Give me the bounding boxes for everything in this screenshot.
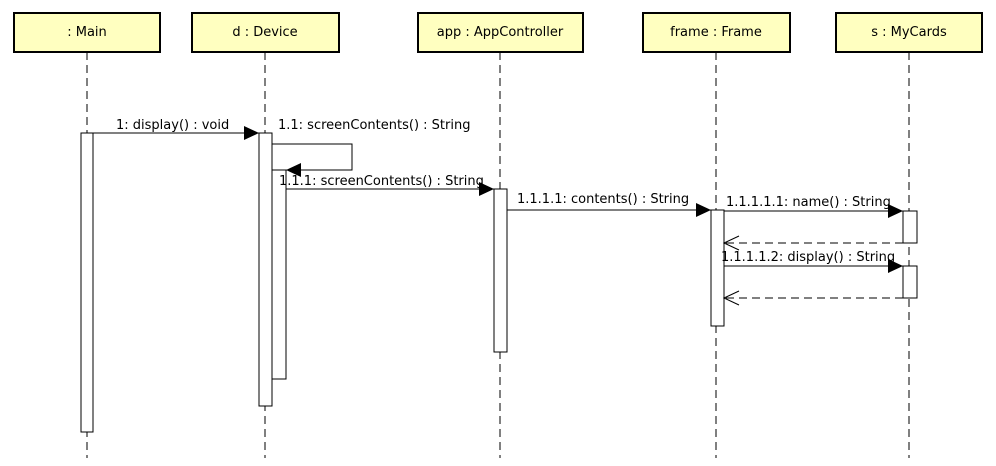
lifeline-label-device: d : Device	[232, 25, 297, 40]
lifeline-header-frame	[642, 12, 791, 53]
lifeline-label-cards: s : MyCards	[871, 25, 947, 40]
lifeline-label-main: : Main	[67, 25, 107, 40]
return-1	[722, 235, 903, 251]
activation-cards-1	[902, 210, 918, 244]
message-1-1-arrowhead	[286, 163, 301, 177]
message-1-1-1-1-1-arrowhead	[888, 204, 903, 218]
message-1: 1: display() : void	[93, 118, 259, 140]
message-1-1-label: 1.1: screenContents() : String	[278, 118, 470, 133]
activation-frame	[710, 209, 725, 327]
message-1-1-1-1-1-label: 1.1.1.1.1: name() : String	[726, 195, 891, 210]
message-1-1-1-1: 1.1.1.1: contents() : String	[507, 192, 711, 217]
lifeline-header-cards	[835, 12, 983, 53]
activation-app	[493, 188, 508, 353]
return-2-arrowhead	[722, 290, 740, 306]
message-1-1-1-arrowhead	[479, 182, 494, 196]
message-1-1-1-1-2-arrowhead	[888, 259, 903, 273]
lifeline-frame: frame : Frame	[642, 12, 791, 458]
message-1-1-1-1-2-label: 1.1.1.1.2: display() : String	[721, 250, 895, 265]
lifeline-label-frame: frame : Frame	[670, 25, 762, 40]
return-2	[722, 290, 903, 306]
lifeline-app: app : AppController	[417, 12, 584, 458]
activation-main	[80, 132, 94, 433]
message-1-1-1-1-arrowhead	[696, 203, 711, 217]
activation-device-nested	[271, 169, 287, 380]
message-1-1: 1.1: screenContents() : String	[272, 118, 470, 177]
lifeline-cards: s : MyCards	[835, 12, 983, 458]
message-1-arrowhead	[244, 126, 259, 140]
message-1-1-1: 1.1.1: screenContents() : String	[279, 174, 494, 196]
activation-device	[258, 132, 273, 407]
message-1-1-1-label: 1.1.1: screenContents() : String	[279, 174, 484, 189]
message-1-1-line	[272, 143, 353, 171]
message-1-1-1-1-2: 1.1.1.1.2: display() : String	[721, 250, 903, 273]
message-1-1-1-1-label: 1.1.1.1: contents() : String	[517, 192, 689, 207]
lifeline-label-app: app : AppController	[437, 25, 564, 40]
activation-cards-2	[902, 265, 918, 299]
return-1-arrowhead	[722, 235, 740, 251]
message-1-1-1-1-1: 1.1.1.1.1: name() : String	[724, 195, 903, 218]
lifeline-main: : Main	[13, 12, 161, 458]
message-1-label: 1: display() : void	[116, 118, 229, 133]
lifeline-header-main	[13, 12, 161, 53]
